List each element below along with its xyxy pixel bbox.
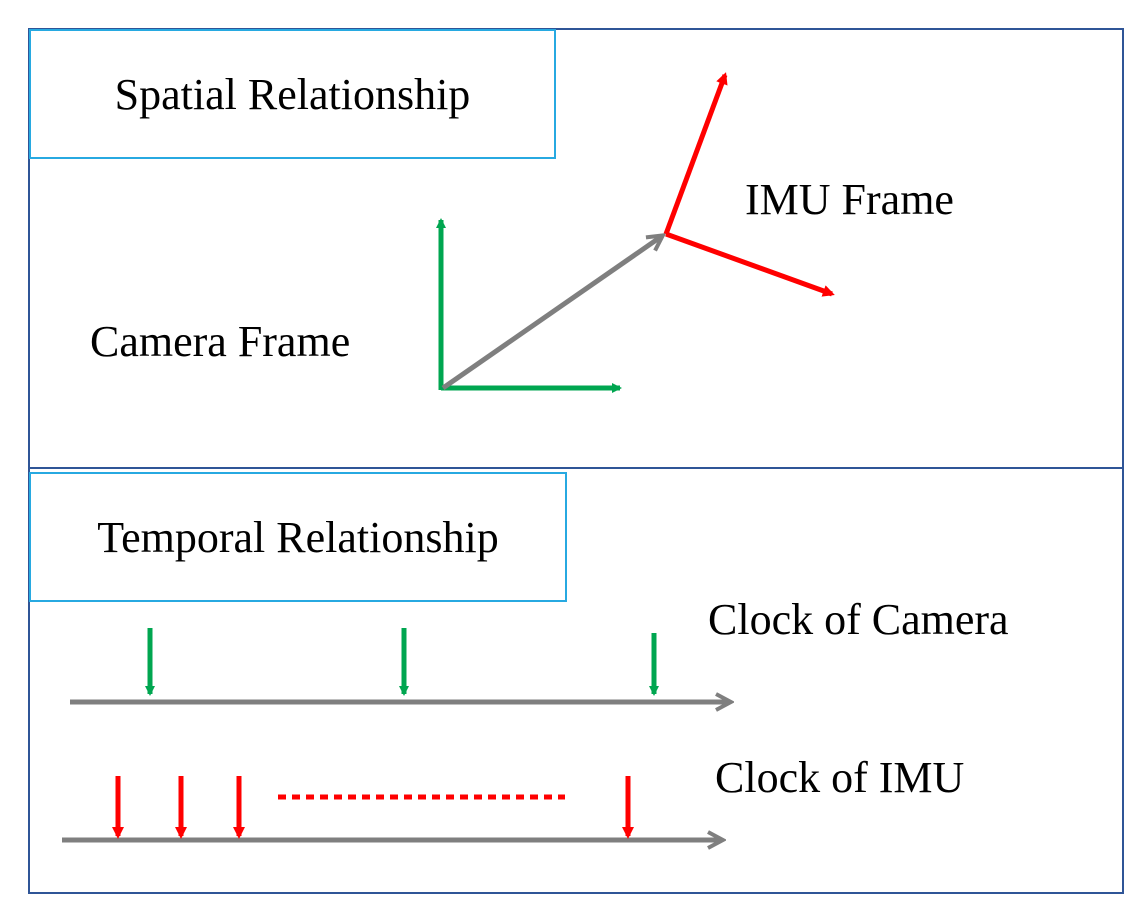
imu-clock-label: Clock of IMU	[715, 753, 965, 802]
imu-frame-x-axis	[665, 231, 835, 297]
section-divider	[28, 467, 1124, 469]
camera-to-imu-transform-arrow	[441, 236, 662, 391]
camera-frame-label: Camera Frame	[90, 317, 351, 366]
spatial-relationship-title: Spatial Relationship	[29, 29, 556, 159]
diagram-border	[28, 28, 1124, 894]
temporal-relationship-title: Temporal Relationship	[29, 472, 567, 602]
imu-frame-y-axis	[663, 72, 728, 235]
imu-frame-label: IMU Frame	[745, 175, 954, 224]
camera-clock-label: Clock of Camera	[708, 595, 1009, 644]
